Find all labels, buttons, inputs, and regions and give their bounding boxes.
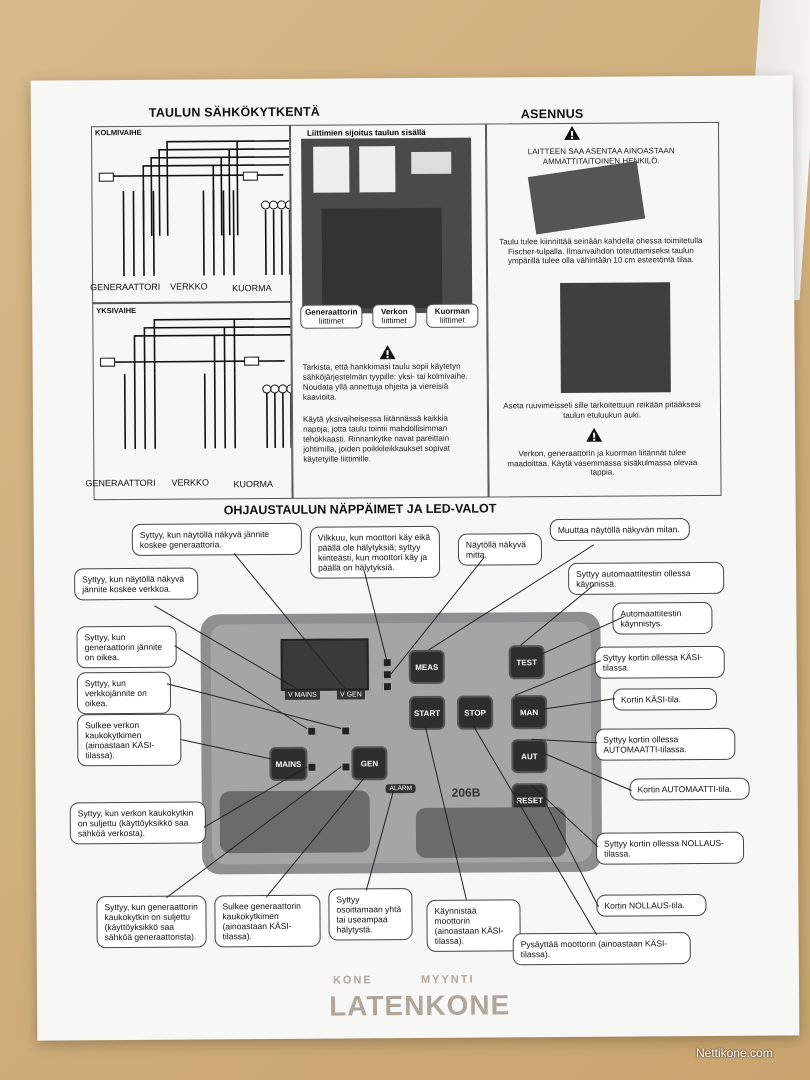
watermark-brand: LATENKONE (329, 989, 511, 1022)
three-phase-diagram (98, 140, 291, 277)
warning-icon (586, 427, 603, 442)
watermark-myynti: MYYNTI (420, 973, 475, 986)
single-phase-diagram (100, 318, 292, 450)
warning-icon (379, 345, 396, 360)
site-watermark: Nettikone.com (696, 1046, 773, 1060)
watermark-kone: KONE (332, 974, 373, 987)
callout-leaders (154, 544, 632, 935)
manual-page: TAULUN SÄHKÖKYTKENTÄ ASENNUS KOLMIVAIHE … (30, 75, 800, 1041)
warning-icon (564, 125, 581, 140)
